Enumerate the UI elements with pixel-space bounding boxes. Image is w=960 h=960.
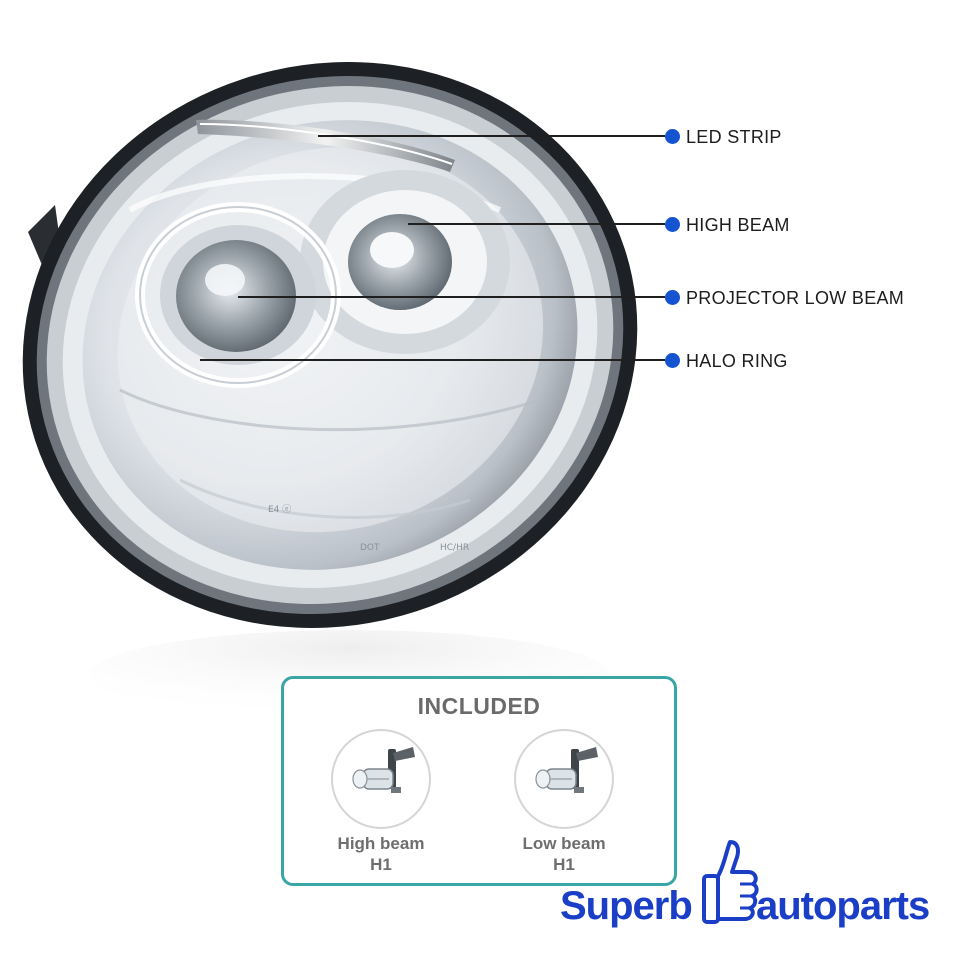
callout-label-projector-low-beam: PROJECTOR LOW BEAM xyxy=(686,288,905,308)
callout-dot-high-beam xyxy=(665,217,680,232)
svg-text:HC/HR: HC/HR xyxy=(440,543,469,553)
low-beam-bulb-icon xyxy=(514,729,614,829)
high-beam-caption-line1: High beam xyxy=(337,834,425,853)
callout-label-high-beam: HIGH BEAM xyxy=(686,215,790,235)
callout-label-led-strip: LED STRIP xyxy=(686,127,782,147)
brand-logo: Superb autoparts xyxy=(560,836,950,946)
bulb-icon xyxy=(352,747,415,793)
high-beam-caption-line2: H1 xyxy=(370,855,392,874)
brand-word-left: Superb xyxy=(560,884,693,928)
callout-dot-led-strip xyxy=(665,129,680,144)
svg-text:DOT: DOT xyxy=(360,543,380,553)
included-title: INCLUDED xyxy=(417,693,541,719)
included-panel: INCLUDED High beam H1 xyxy=(281,676,677,886)
bulb-icon xyxy=(535,747,598,793)
high-beam-caption: High beam H1 xyxy=(311,833,451,875)
low-beam-caption-line2: H1 xyxy=(553,855,575,874)
callout-label-halo-ring: HALO RING xyxy=(686,351,788,371)
high-beam-bulb-icon xyxy=(331,729,431,829)
thumbs-up-icon xyxy=(702,840,759,924)
low-beam-caption: Low beam H1 xyxy=(494,833,634,875)
brand-word-right: autoparts xyxy=(756,884,930,928)
low-beam-caption-line1: Low beam xyxy=(522,834,606,853)
svg-text:E4 ⓔ: E4 ⓔ xyxy=(268,504,291,515)
callout-dot-halo-ring xyxy=(665,353,680,368)
callout-dot-projector-low-beam xyxy=(665,290,680,305)
